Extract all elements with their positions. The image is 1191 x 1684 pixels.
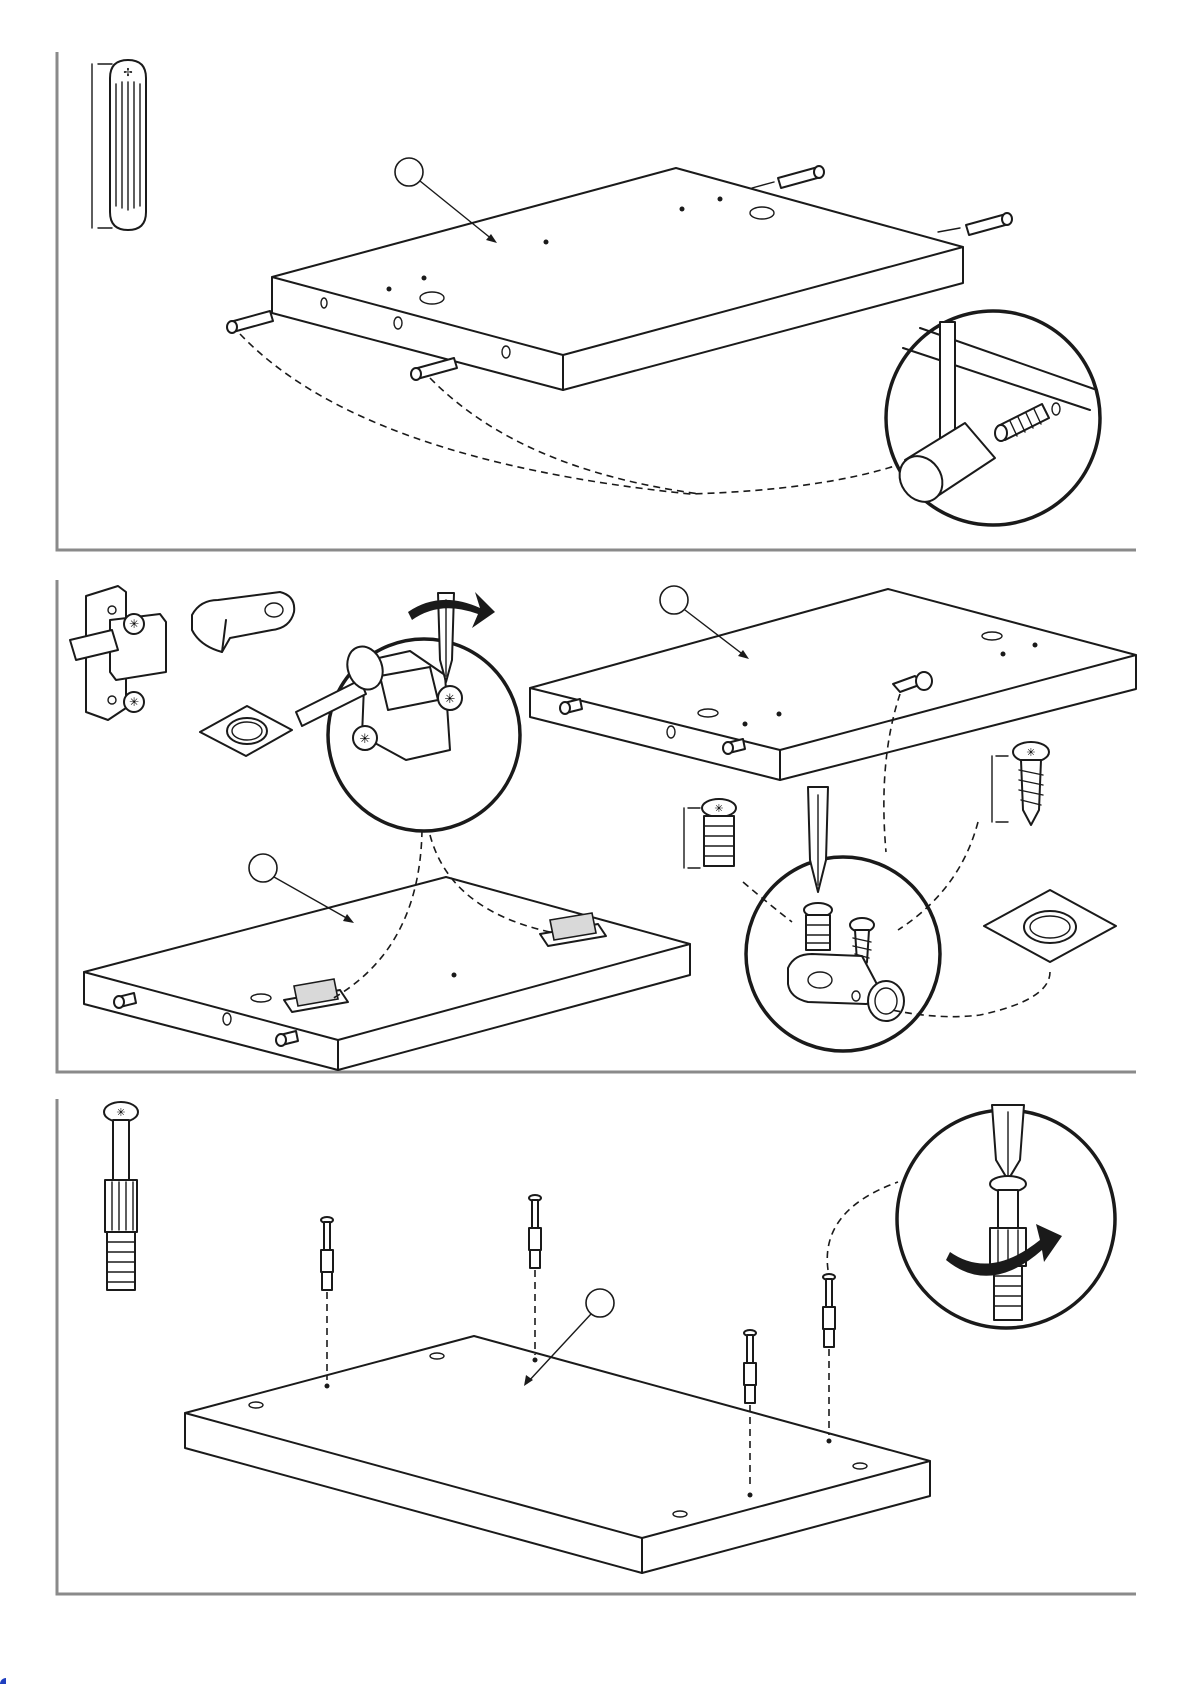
svg-text:✢: ✢	[123, 66, 132, 79]
cam-bolt	[321, 1217, 333, 1290]
svg-text:✳: ✳	[116, 1106, 125, 1119]
panel-step-dowels: ✢	[57, 52, 1136, 550]
hinge-screwing-detail-circle: ✳ ✳	[296, 592, 520, 831]
dowel	[227, 311, 273, 333]
hammer-detail-circle	[886, 311, 1100, 525]
panel-board	[272, 168, 963, 390]
angle-bracket-icon	[192, 592, 294, 652]
corner-mark	[0, 1678, 6, 1684]
bumper-pad-icon	[984, 890, 1116, 962]
panel-step-hinge-plates-and-brackets: ✳ ✳ ✳ ✳	[57, 580, 1136, 1072]
panel-step-cam-bolts: ✳	[57, 1099, 1136, 1594]
euro-screw-icon: ✳	[684, 799, 736, 868]
svg-text:✳: ✳	[129, 695, 139, 709]
panel-board	[185, 1336, 930, 1573]
dowel	[966, 213, 1012, 235]
part-callout	[249, 854, 354, 923]
cam-bolt	[529, 1195, 541, 1268]
dowel	[778, 166, 824, 188]
cam-bolt-detail-circle	[897, 1105, 1115, 1328]
svg-text:✳: ✳	[1026, 746, 1035, 759]
svg-text:✳: ✳	[445, 692, 456, 707]
bracket-screwing-detail-circle	[746, 787, 940, 1051]
cam-bolt-icon: ✳	[104, 1102, 138, 1290]
bumper-pad-icon	[200, 706, 292, 756]
fluted-wood-dowel-icon: ✢	[92, 60, 146, 230]
svg-text:✳: ✳	[714, 802, 723, 815]
cam-bolt	[744, 1330, 756, 1403]
dowel	[411, 358, 457, 380]
panel-board	[84, 877, 690, 1070]
cam-bolt	[823, 1274, 835, 1347]
detail-leader	[827, 1182, 898, 1270]
euro-screw	[804, 903, 832, 950]
svg-text:✳: ✳	[129, 617, 139, 631]
hinge-mounting-plate-icon: ✳ ✳	[70, 586, 166, 720]
countersunk-wood-screw-icon: ✳	[992, 742, 1049, 825]
svg-text:✳: ✳	[360, 732, 371, 747]
